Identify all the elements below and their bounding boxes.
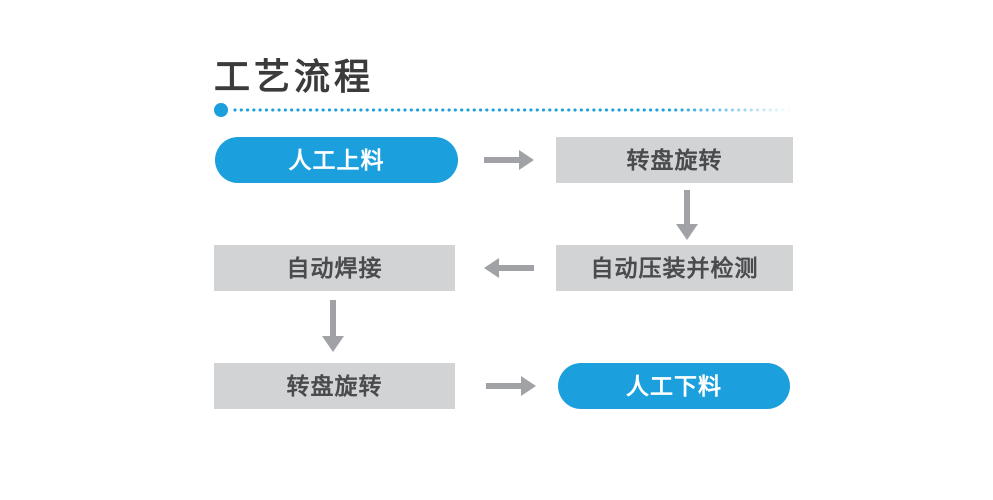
flow-step-label: 人工下料 bbox=[626, 372, 722, 399]
flow-step-label: 转盘旋转 bbox=[286, 372, 383, 399]
flow-step-turntable-rotation-1: 转盘旋转 bbox=[556, 137, 793, 183]
divider-dotted-line bbox=[233, 108, 793, 112]
flow-step-manual-unloading: 人工下料 bbox=[558, 363, 790, 409]
section-title: 工艺流程 bbox=[214, 56, 375, 97]
flow-step-auto-welding: 自动焊接 bbox=[214, 245, 455, 291]
dotted-divider bbox=[214, 103, 794, 117]
flow-step-label: 人工上料 bbox=[288, 146, 385, 173]
arrow-left-icon bbox=[484, 258, 534, 278]
flow-step-label: 自动压装并检测 bbox=[590, 254, 759, 281]
divider-start-dot bbox=[214, 103, 228, 117]
arrow-right-icon bbox=[486, 376, 536, 396]
arrow-down-icon bbox=[322, 300, 344, 352]
arrow-down-icon bbox=[676, 190, 698, 240]
flow-step-manual-loading: 人工上料 bbox=[215, 137, 458, 183]
flow-step-label: 转盘旋转 bbox=[626, 146, 723, 173]
flow-step-label: 自动焊接 bbox=[286, 254, 383, 281]
flow-step-auto-press-and-inspect: 自动压装并检测 bbox=[556, 245, 793, 291]
flow-step-turntable-rotation-2: 转盘旋转 bbox=[214, 363, 455, 409]
arrow-right-icon bbox=[484, 150, 534, 170]
